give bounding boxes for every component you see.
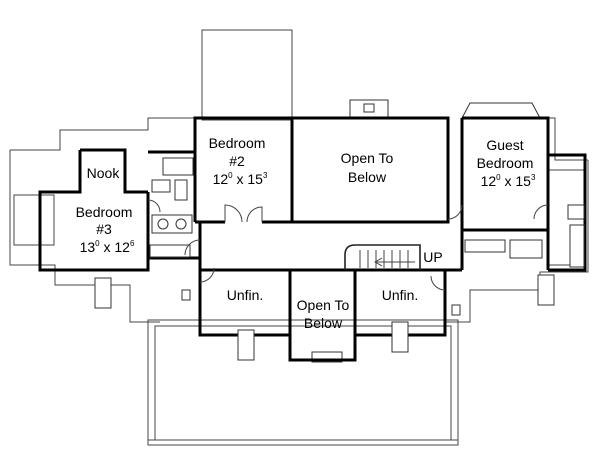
open-to-below-top-line1: Open To [341,150,394,166]
bedroom2-dim-sep: x [237,171,244,187]
walls [38,116,587,362]
guest-bedroom-line1: Guest [486,137,523,153]
bedroom2-dim-a: 12 [213,171,229,187]
doors [147,199,549,291]
guest-dim-sep: x [505,173,512,189]
bedroom3-dim-sep: x [104,239,111,255]
stair-up-label: UP [423,249,442,265]
bedroom2-number: #2 [229,153,245,169]
roof-outline [9,29,589,446]
staircase [344,244,421,270]
bedroom2-dim-b-sup: 3 [263,171,268,180]
dormers [94,274,555,361]
bedroom2-dim-b: 15 [247,171,263,187]
guest-bedroom-line2: Bedroom [477,155,534,171]
guest-dim-a: 12 [481,173,497,189]
guest-bedroom-dimensions: 120 x 153 [481,173,536,189]
bedroom3-name: Bedroom [76,204,133,220]
open-to-below-top-line2: Below [348,169,387,185]
bedroom2-dimensions: 120 x 153 [213,171,268,187]
guest-dim-a-sup: 0 [496,173,501,182]
bedroom3-dim-a-sup: 0 [95,239,100,248]
bedroom3-dim-b: 12 [114,239,130,255]
nook-label: Nook [87,165,121,181]
guest-dim-b-sup: 3 [531,173,536,182]
bedroom3-dimensions: 130 x 126 [80,239,135,255]
bedroom3-dim-a: 13 [80,239,96,255]
fixtures [149,157,585,268]
bedroom2-dim-a-sup: 0 [228,171,233,180]
bedroom3-dim-b-sup: 6 [130,239,135,248]
chimney [311,99,541,363]
unfin-right-label: Unfin. [382,287,419,303]
bedroom2-name: Bedroom [209,135,266,151]
open-to-below-bottom-line2: Below [304,315,343,331]
open-to-below-bottom-line1: Open To [297,297,350,313]
unfin-left-label: Unfin. [227,287,264,303]
bedroom3-number: #3 [96,221,112,237]
guest-dim-b: 15 [515,173,531,189]
